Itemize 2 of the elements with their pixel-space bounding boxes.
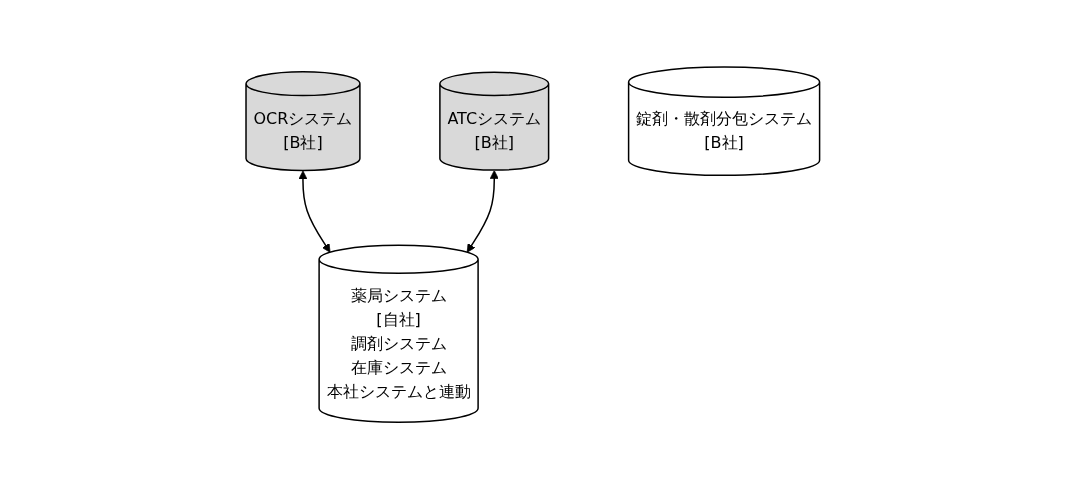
arrow <box>298 170 331 253</box>
arrow <box>466 170 499 253</box>
